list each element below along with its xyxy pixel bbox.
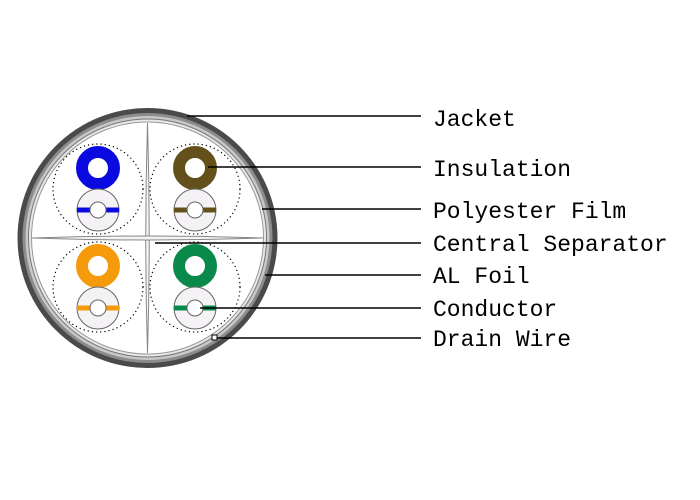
- pair-brown: [149, 143, 241, 235]
- wire-blue-insulation: [76, 146, 120, 190]
- label-jacket: Jacket: [433, 107, 516, 133]
- wire-orange-insulation: [76, 244, 120, 288]
- conductor: [89, 299, 107, 317]
- leader-lines: [155, 115, 421, 339]
- pair-boundary: [52, 241, 144, 333]
- pair-blue: [52, 143, 144, 235]
- conductor: [186, 201, 204, 219]
- drain-wire: [211, 334, 218, 341]
- pair-boundary: [52, 143, 144, 235]
- pair-orange: [52, 241, 144, 333]
- central-separator: [31, 122, 264, 354]
- wire-brown-insulation: [173, 146, 217, 190]
- label-central-separator: Central Separator: [433, 232, 668, 258]
- label-insulation: Insulation: [433, 157, 571, 183]
- pair-boundary: [149, 241, 241, 333]
- pair-green: [149, 241, 241, 333]
- wire-green-insulation: [173, 244, 217, 288]
- label-polyester-film: Polyester Film: [433, 199, 626, 225]
- twisted-pairs: [52, 143, 241, 333]
- label-al-foil: AL Foil: [433, 264, 530, 290]
- label-conductor: Conductor: [433, 297, 557, 323]
- label-drain-wire: Drain Wire: [433, 327, 571, 353]
- conductor: [89, 201, 107, 219]
- pair-boundary: [149, 143, 241, 235]
